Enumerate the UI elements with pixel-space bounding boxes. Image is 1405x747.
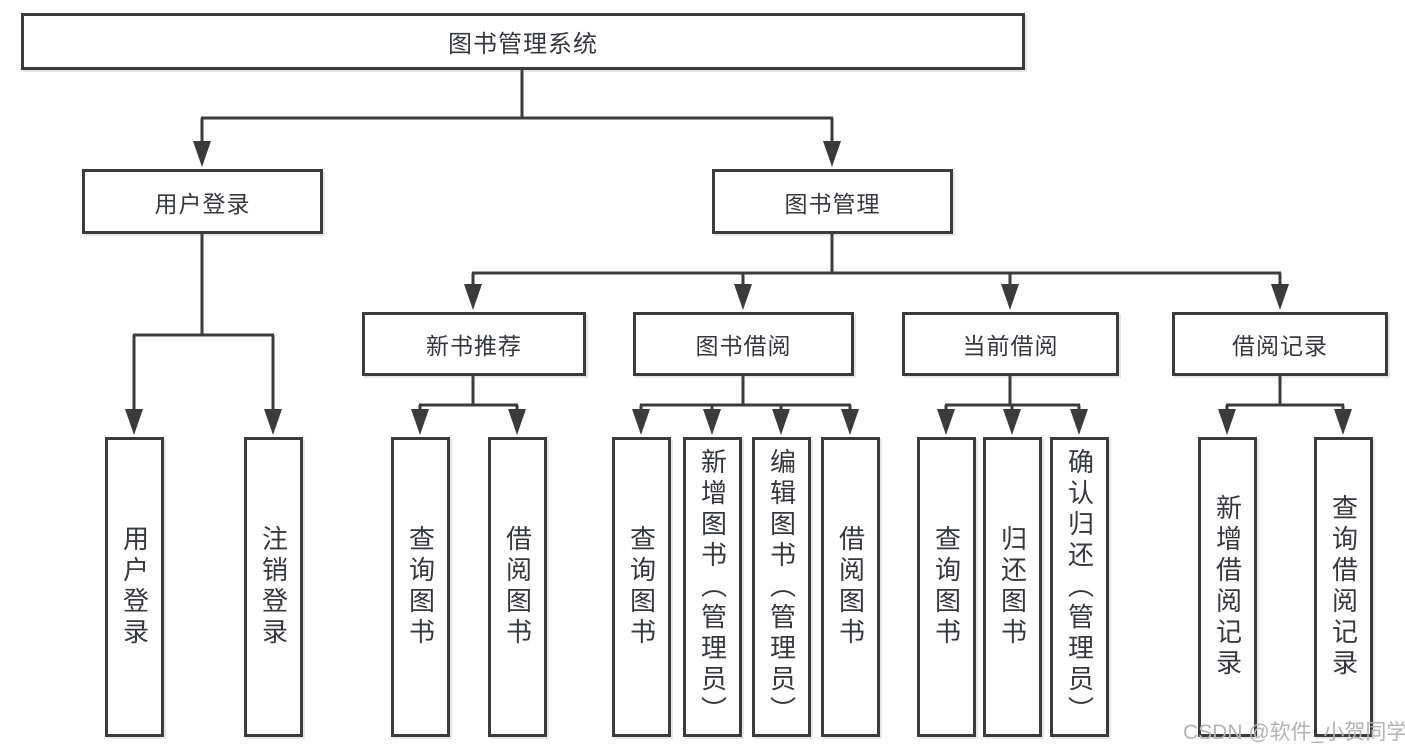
node-query-books-2: 查询图书 (612, 437, 671, 737)
node-label: 新增借阅记录 (1212, 494, 1243, 680)
node-user-login-leaf: 用户登录 (105, 437, 164, 737)
node-add-book-admin: 新增图书（管理员） (683, 437, 742, 737)
connector-user-login-to-children (132, 233, 275, 414)
node-query-books-3: 查询图书 (917, 437, 976, 737)
node-label: 归还图书 (997, 525, 1028, 649)
node-label: 确认归还（管理员） (1064, 447, 1095, 727)
node-label: 注销登录 (258, 525, 289, 649)
node-confirm-return-admin: 确认归还（管理员） (1050, 437, 1109, 737)
node-book-management: 图书管理 (712, 169, 953, 234)
node-label: 借阅图书 (502, 525, 533, 649)
node-logout: 注销登录 (244, 437, 303, 737)
connector-borrowing-records-to-children (1225, 376, 1345, 414)
node-new-book-recommendation: 新书推荐 (362, 312, 586, 376)
connector-book-borrowing-to-children (639, 376, 852, 414)
node-query-borrow-record: 查询借阅记录 (1314, 437, 1373, 737)
node-book-borrowing: 图书借阅 (633, 312, 854, 376)
node-label: 新书推荐 (426, 333, 522, 359)
connector-root-to-level2 (200, 69, 834, 146)
connector-current-borrowing-to-children (944, 376, 1081, 414)
csdn-watermark: CSDN @软件_小贺同学 (1183, 721, 1405, 744)
node-label: 图书借阅 (695, 333, 792, 359)
node-label: 查询图书 (626, 525, 657, 649)
node-label: 编辑图书（管理员） (766, 447, 797, 727)
node-edit-book-admin: 编辑图书（管理员） (752, 437, 811, 737)
node-current-borrowing: 当前借阅 (902, 312, 1119, 376)
node-label: 新增图书（管理员） (697, 447, 728, 727)
node-library-management-system: 图书管理系统 (21, 13, 1025, 70)
node-user-login: 用户登录 (82, 169, 323, 234)
node-borrowing-records: 借阅记录 (1172, 312, 1388, 376)
node-return-book: 归还图书 (983, 437, 1042, 737)
node-query-books-1: 查询图书 (391, 437, 450, 737)
node-add-borrow-record: 新增借阅记录 (1198, 437, 1257, 737)
node-borrow-books-2: 借阅图书 (821, 437, 880, 737)
node-label: 查询图书 (405, 525, 436, 649)
node-borrow-books-1: 借阅图书 (488, 437, 547, 737)
connector-book-management-to-level3 (471, 233, 1282, 289)
node-label: 用户登录 (119, 525, 150, 649)
connector-new-book-recommendation-to-children (418, 376, 519, 414)
node-label: 查询图书 (931, 525, 962, 649)
node-label: 图书管理 (784, 190, 881, 217)
node-label: 图书管理系统 (448, 31, 598, 58)
node-label: 当前借阅 (962, 333, 1059, 359)
node-label: 查询借阅记录 (1328, 494, 1359, 680)
node-label: 用户登录 (154, 190, 251, 217)
node-label: 借阅图书 (835, 525, 866, 649)
arrowheads (125, 141, 1352, 435)
node-label: 借阅记录 (1232, 333, 1328, 359)
